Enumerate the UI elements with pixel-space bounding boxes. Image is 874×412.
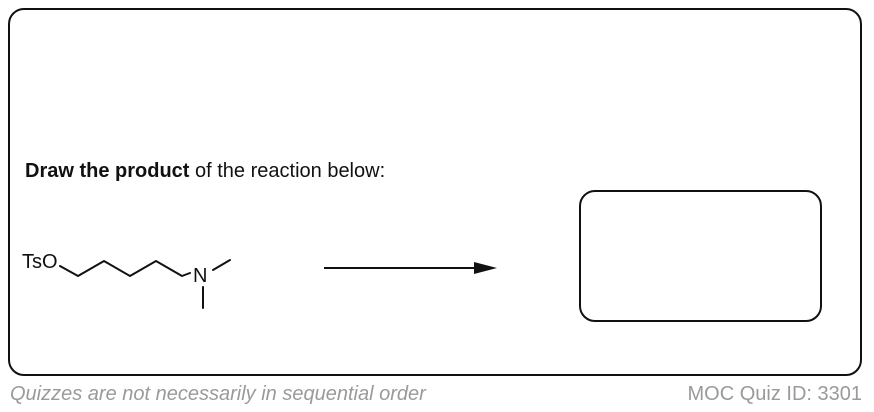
quiz-id: MOC Quiz ID: 3301 [687,383,862,405]
tso-label: TsO [22,251,58,273]
question-prompt-rest: of the reaction below: [189,160,386,182]
reaction-arrow [324,262,497,274]
nitrogen-label: N [193,265,207,287]
n-methyl-bond-upper [212,259,231,271]
quiz-card [8,8,862,376]
reactant-structure: TsO N [22,251,231,309]
carbon-chain-bond [59,260,191,277]
sequence-note: Quizzes are not necessarily in sequentia… [10,383,426,405]
answer-box[interactable] [579,190,822,322]
question-prompt: Draw the product of the reaction below: [25,160,385,183]
question-prompt-bold: Draw the product [25,160,190,182]
